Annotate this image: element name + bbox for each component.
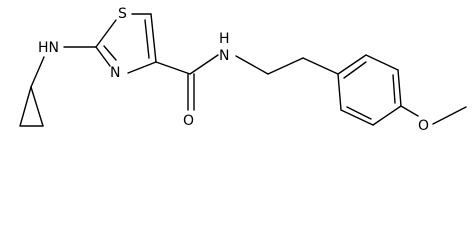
cyclopropyl-ring	[19, 86, 44, 127]
bond	[144, 19, 150, 59]
bond	[95, 46, 111, 67]
atom-label-o: O	[183, 113, 194, 129]
atom-label-s: S	[118, 6, 127, 22]
bond	[365, 54, 399, 71]
atom-label-h: H	[219, 31, 230, 47]
bond	[127, 61, 157, 74]
bond	[189, 54, 219, 75]
bond	[30, 86, 44, 127]
bond	[19, 86, 32, 127]
structure-canvas: S N HN H N O O	[19, 6, 467, 134]
bond	[340, 109, 374, 126]
molecule-structure: S N HN H N O O	[19, 6, 467, 134]
bond	[346, 106, 372, 120]
bond	[337, 73, 342, 111]
bond	[343, 61, 367, 79]
atom-label-n: N	[219, 48, 229, 64]
atom-label-o: O	[418, 118, 429, 134]
bond	[235, 55, 269, 75]
bond	[267, 57, 304, 75]
bond	[372, 105, 402, 126]
benzene-ring	[337, 54, 402, 126]
bond	[155, 61, 191, 75]
bond	[397, 69, 402, 107]
bond	[95, 19, 117, 48]
bond	[30, 56, 45, 88]
atom-label-hn: HN	[38, 40, 59, 56]
thiazole-ring	[95, 13, 157, 74]
atom-label-n: N	[110, 65, 120, 81]
bond	[400, 105, 419, 117]
bond	[103, 45, 117, 61]
bond	[432, 106, 467, 125]
bond	[150, 13, 157, 63]
bond	[337, 54, 367, 75]
bond	[302, 57, 339, 75]
bond	[392, 74, 396, 104]
